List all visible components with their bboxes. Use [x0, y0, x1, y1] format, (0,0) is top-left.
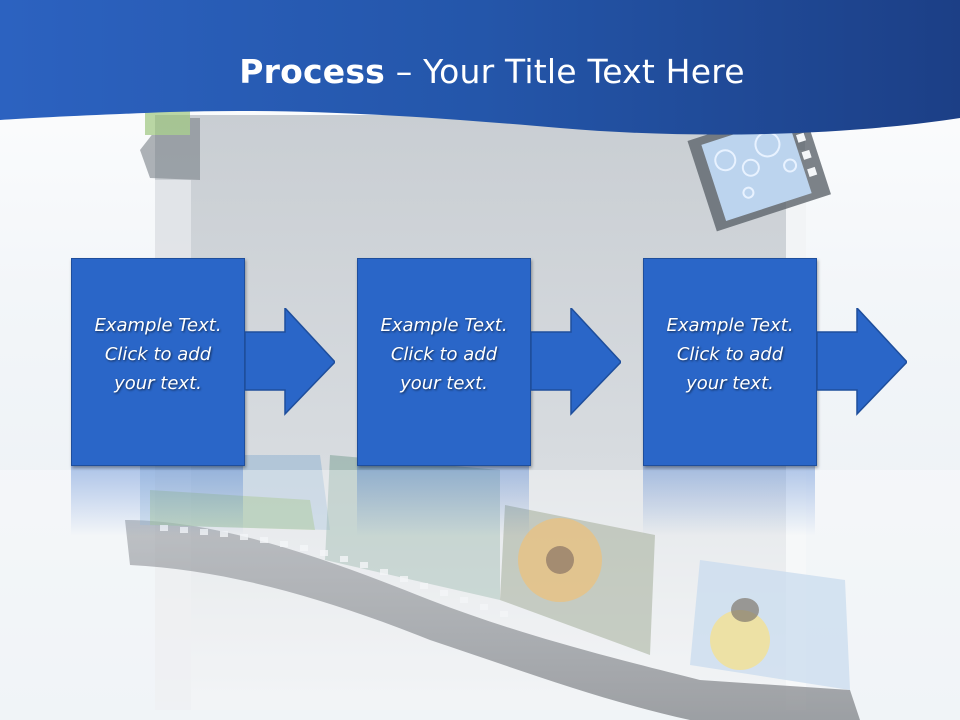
- process-step-box-1[interactable]: Example Text. Click to add your text.: [71, 258, 245, 466]
- process-step-box-3[interactable]: Example Text. Click to add your text.: [643, 258, 817, 466]
- arrow-right-icon: [817, 308, 907, 416]
- title-bold: Process: [239, 52, 386, 91]
- step-text-line: Example Text.: [380, 315, 508, 336]
- film-strip-bottom: [125, 455, 860, 720]
- step-text[interactable]: Example Text. Click to add your text.: [72, 311, 244, 398]
- process-step-box-2[interactable]: Example Text. Click to add your text.: [357, 258, 531, 466]
- step-text-line: Click to add: [104, 344, 212, 365]
- header-band: [0, 0, 960, 135]
- title-rest: – Your Title Text Here: [385, 52, 745, 91]
- slide-title[interactable]: Process – Your Title Text Here: [0, 52, 960, 91]
- arrow-right-icon: [531, 308, 621, 416]
- step-text-line: Click to add: [390, 344, 498, 365]
- step-text-line: your text.: [400, 373, 488, 394]
- step-text-line: Example Text.: [666, 315, 794, 336]
- step-text-line: your text.: [686, 373, 774, 394]
- box-reflection: [71, 466, 243, 536]
- step-text-line: Example Text.: [94, 315, 222, 336]
- box-reflection: [357, 466, 529, 536]
- arrow-right-icon: [245, 308, 335, 416]
- step-text-line: Click to add: [676, 344, 784, 365]
- step-text[interactable]: Example Text. Click to add your text.: [644, 311, 816, 398]
- box-reflection: [643, 466, 815, 536]
- step-text-line: your text.: [114, 373, 202, 394]
- step-text[interactable]: Example Text. Click to add your text.: [358, 311, 530, 398]
- film-corner-topleft: [140, 110, 200, 180]
